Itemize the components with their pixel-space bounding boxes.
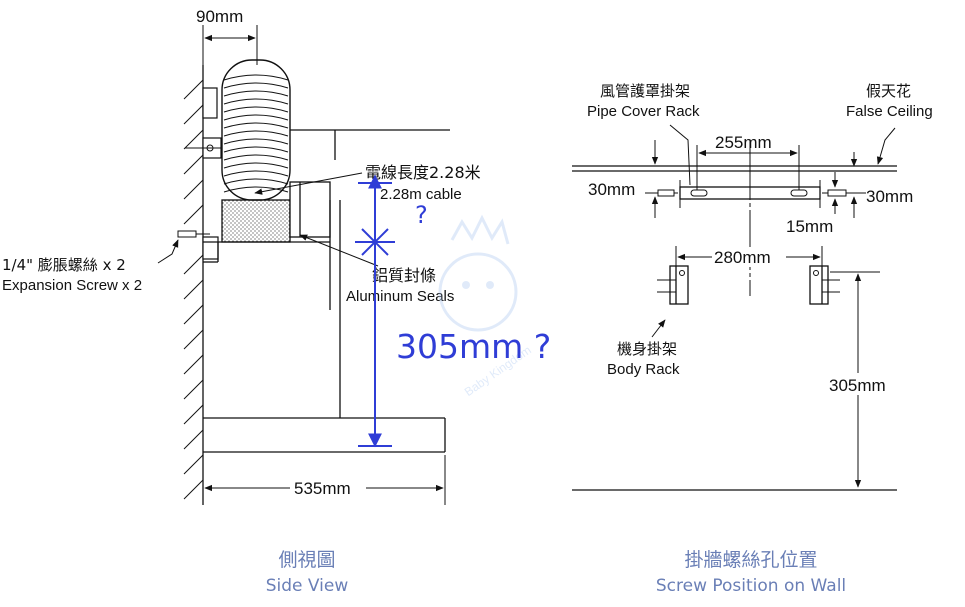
seal-leader (299, 234, 379, 267)
body-rack-en-label: Body Rack (607, 361, 680, 378)
dim-30-right-label: 30mm (866, 187, 913, 206)
body-rack-right (809, 265, 840, 305)
pipe-rack-zh-label: 風管護罩掛架 (600, 82, 690, 100)
expansion-screw-icon (177, 230, 210, 238)
cable-en-label: 2.28m cable (380, 186, 462, 203)
flexible-duct (221, 59, 291, 201)
screw-leader (157, 239, 179, 264)
dim-535-label: 535mm (294, 479, 351, 498)
watermark-logo: Baby Kingdom (438, 214, 534, 399)
upper-bracket (202, 87, 218, 119)
screw-zh-label: 1/4" 膨脹螺絲 x 2 (2, 256, 126, 274)
seal-en-label: Aluminum Seals (346, 288, 454, 305)
dim-255-label: 255mm (715, 133, 772, 152)
hood-body (202, 200, 446, 453)
ceiling-leader (876, 127, 896, 165)
screw-en-label: Expansion Screw x 2 (2, 277, 142, 294)
annotation-question-mark: ? (415, 201, 428, 229)
body-rack-left (657, 265, 689, 305)
wall-view: 255mm 30mm 30mm 15mm 風管護罩掛架 Pipe Cover R… (572, 82, 933, 596)
seal-zh-label: 鋁質封條 (372, 266, 436, 285)
aluminum-seal-box (221, 199, 291, 243)
cable-leader (254, 172, 363, 195)
side-view-caption-en: Side View (266, 576, 349, 596)
dim-90-label: 90mm (196, 7, 243, 26)
ceiling-en-label: False Ceiling (846, 103, 933, 120)
dim-305-label: 305mm (829, 376, 886, 395)
rack-slot-right (790, 189, 808, 197)
pipe-rack-leader (669, 124, 691, 186)
pipe-rack-en-label: Pipe Cover Rack (587, 103, 700, 120)
wall-hatching (183, 79, 204, 500)
cable-zh-label: 電線長度2.28米 (365, 163, 481, 182)
dim-15-label: 15mm (786, 217, 833, 236)
side-view-caption-zh: 側視圖 (278, 549, 335, 571)
annotation-height-text: 305mm ? (396, 327, 551, 366)
body-rack-leader (651, 319, 666, 338)
motor-housing (289, 181, 331, 238)
body-rack-zh-label: 機身掛架 (617, 340, 677, 358)
wall-view-caption-en: Screw Position on Wall (656, 576, 846, 596)
ceiling-zh-label: 假天花 (866, 82, 911, 100)
side-view: 90mm 535mm 電線長度2.28米 2.28m cable 鋁質封條 Al… (2, 7, 481, 596)
dim-280-label: 280mm (714, 248, 771, 267)
hand-annotation: ? 305mm ? (355, 174, 551, 448)
wall-view-caption-zh: 掛牆螺絲孔位置 (684, 549, 817, 571)
rack-slot-left (690, 189, 708, 197)
dim-30-left-label: 30mm (588, 180, 635, 199)
